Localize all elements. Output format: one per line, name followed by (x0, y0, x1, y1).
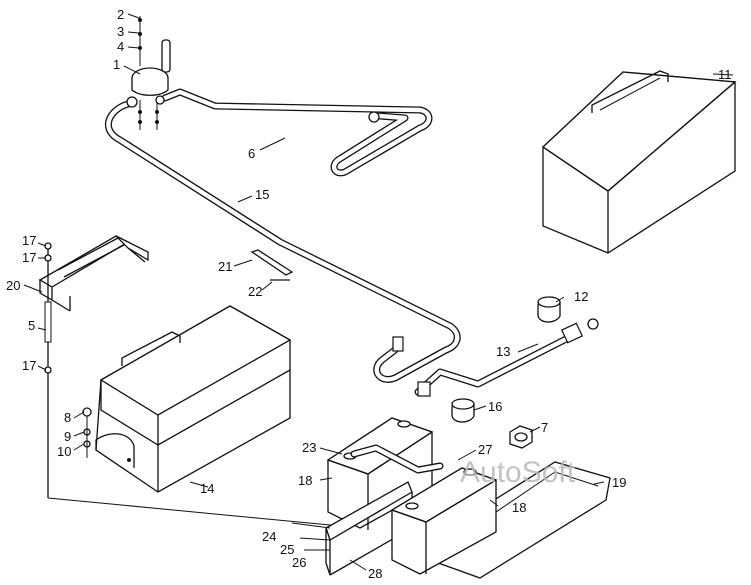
label-11: 11 (718, 67, 732, 82)
label-9: 9 (64, 429, 71, 444)
fasteners-8-9-10 (82, 407, 92, 458)
label-27: 27 (478, 442, 492, 457)
label-3: 3 (117, 24, 124, 39)
label-4: 4 (117, 39, 124, 54)
label-22: 22 (248, 284, 262, 299)
label-2: 2 (117, 7, 124, 22)
nut-7 (509, 425, 533, 449)
label-1: 1 (113, 57, 120, 72)
fasteners-24-26 (291, 522, 331, 551)
label-14: 14 (200, 481, 214, 496)
label-6: 6 (248, 146, 255, 161)
label-5: 5 (28, 318, 35, 333)
label-18-right: 18 (512, 500, 526, 515)
label-25: 25 (280, 542, 294, 557)
label-19: 19 (612, 475, 626, 490)
label-21: 21 (218, 259, 232, 274)
label-16: 16 (488, 399, 502, 414)
label-17-mid: 17 (22, 250, 36, 265)
part-labels: 2 3 4 1 6 15 11 17 17 20 5 17 21 22 8 9 … (6, 7, 732, 581)
label-15: 15 (255, 187, 269, 202)
battery-18a (326, 417, 444, 530)
label-7: 7 (541, 420, 548, 435)
clamp-rod-5 (44, 242, 331, 526)
label-12: 12 (574, 289, 588, 304)
battery-14 (95, 305, 292, 493)
cable-6 (155, 88, 433, 177)
label-17-top: 17 (22, 233, 36, 248)
battery-clamp-20 (38, 235, 149, 312)
label-18-left: 18 (298, 473, 312, 488)
label-23: 23 (302, 440, 316, 455)
cable-13 (414, 318, 599, 397)
label-28: 28 (368, 566, 382, 581)
terminal-cap-16 (451, 398, 475, 423)
battery-switch-1 (131, 16, 171, 130)
label-24: 24 (262, 529, 276, 544)
leader-lines (23, 13, 605, 571)
battery-11 (541, 70, 737, 254)
label-10: 10 (57, 444, 71, 459)
label-26: 26 (292, 555, 306, 570)
label-13: 13 (496, 344, 510, 359)
label-8: 8 (64, 410, 71, 425)
label-20: 20 (6, 278, 20, 293)
cable-15 (105, 96, 461, 383)
bolt-21-22 (250, 249, 294, 281)
watermark: AutoSoft (460, 456, 576, 489)
battery-18b (390, 467, 498, 575)
terminal-cap-12 (537, 296, 561, 323)
label-17-low: 17 (22, 358, 36, 373)
